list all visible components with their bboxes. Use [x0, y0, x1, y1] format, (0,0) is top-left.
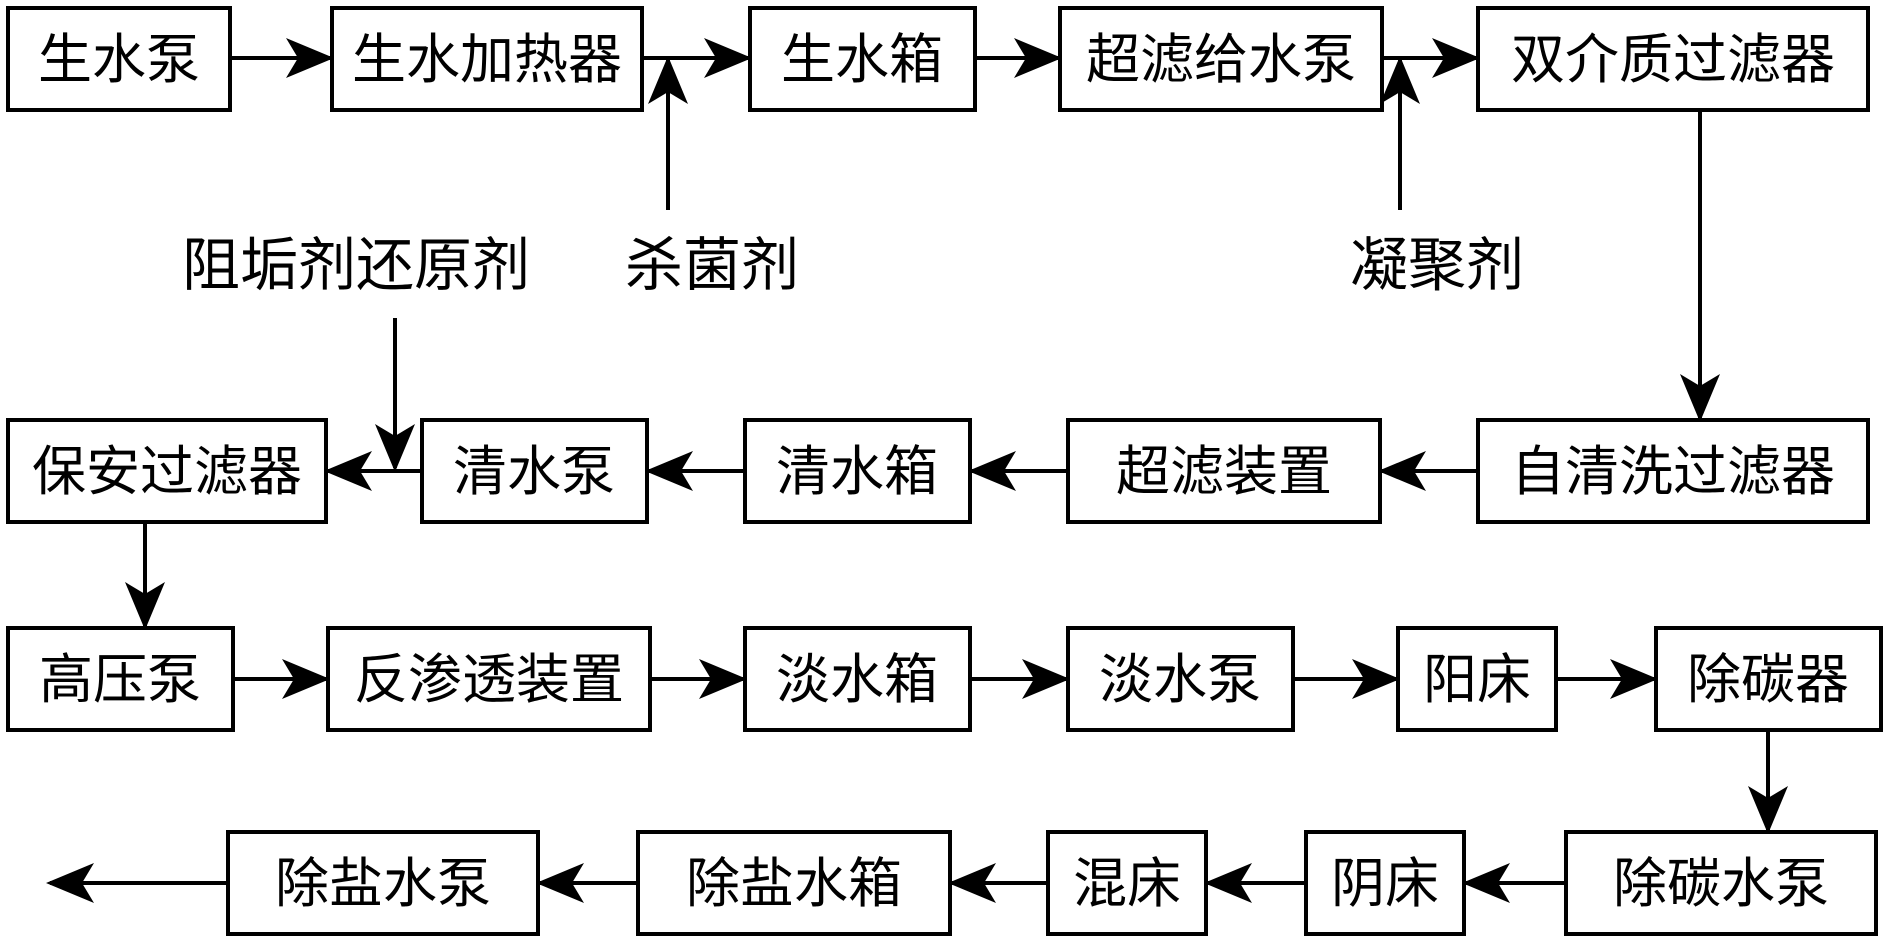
node-label: 生水加热器: [352, 28, 622, 91]
node-dual-media-filter: 双介质过滤器: [1476, 6, 1870, 112]
node-label: 生水泵: [38, 28, 200, 91]
node-label: 超滤装置: [1116, 440, 1332, 503]
node-label: 生水箱: [781, 28, 943, 91]
node-anion-bed: 阴床: [1304, 830, 1466, 936]
node-label: 阴床: [1331, 852, 1439, 915]
node-label: 保安过滤器: [32, 440, 302, 503]
node-label: 自清洗过滤器: [1511, 440, 1835, 503]
node-clear-water-tank: 清水箱: [743, 418, 972, 524]
node-demin-water-pump: 除盐水泵: [226, 830, 540, 936]
node-self-cleaning-filter: 自清洗过滤器: [1476, 418, 1870, 524]
node-clear-water-pump: 清水泵: [420, 418, 649, 524]
node-uf-feed-pump: 超滤给水泵: [1058, 6, 1384, 112]
node-label: 除碳水泵: [1613, 852, 1829, 915]
node-demin-water-tank: 除盐水箱: [636, 830, 952, 936]
node-label: 除碳器: [1687, 648, 1849, 711]
node-raw-water-tank: 生水箱: [748, 6, 977, 112]
node-raw-water-pump: 生水泵: [6, 6, 232, 112]
reagent-antiscalant-reductant: 阻垢剂还原剂: [182, 231, 530, 299]
node-cation-bed: 阳床: [1396, 626, 1558, 732]
node-decarbonized-water-pump: 除碳水泵: [1564, 830, 1878, 936]
node-label: 淡水箱: [776, 648, 938, 711]
node-label: 除盐水箱: [686, 852, 902, 915]
node-mixed-bed: 混床: [1046, 830, 1208, 936]
node-label: 双介质过滤器: [1511, 28, 1835, 91]
flow-arrows: [46, 38, 1788, 903]
node-label: 清水泵: [453, 440, 615, 503]
node-high-pressure-pump: 高压泵: [6, 626, 235, 732]
node-fresh-water-pump: 淡水泵: [1066, 626, 1295, 732]
node-label: 超滤给水泵: [1086, 28, 1356, 91]
node-raw-water-heater: 生水加热器: [330, 6, 644, 112]
reagent-coagulant: 凝聚剂: [1350, 231, 1524, 299]
node-fresh-water-tank: 淡水箱: [743, 626, 972, 732]
node-decarbonizer: 除碳器: [1654, 626, 1883, 732]
node-label: 淡水泵: [1099, 648, 1261, 711]
node-label: 清水箱: [776, 440, 938, 503]
node-label: 高压泵: [39, 648, 201, 711]
reagent-bactericide: 杀菌剂: [625, 231, 799, 299]
node-label: 除盐水泵: [275, 852, 491, 915]
node-uf-device: 超滤装置: [1066, 418, 1382, 524]
node-ro-device: 反渗透装置: [326, 626, 652, 732]
node-label: 阳床: [1423, 648, 1531, 711]
node-label: 反渗透装置: [354, 648, 624, 711]
node-label: 混床: [1073, 852, 1181, 915]
node-security-filter: 保安过滤器: [6, 418, 328, 524]
